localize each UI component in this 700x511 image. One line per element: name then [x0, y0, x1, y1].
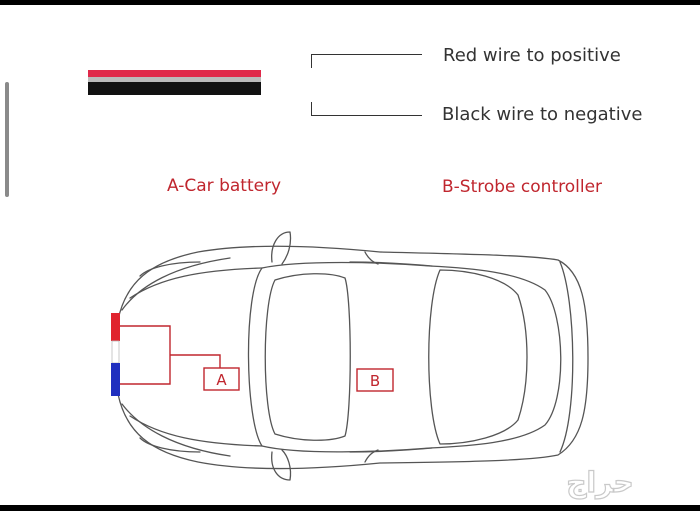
hood-crease-top — [129, 267, 263, 299]
rear-spoiler-bottom — [364, 449, 379, 463]
box-a-label: A — [216, 371, 227, 389]
watermark-logo: حراج — [566, 466, 633, 500]
wire-gap — [88, 77, 261, 82]
roof-line-bottom — [349, 447, 433, 453]
hood-line-bottom — [121, 403, 231, 457]
strobe-controller-label: B-Strobe controller — [442, 177, 603, 197]
windshield — [264, 273, 351, 441]
box-b — [356, 368, 394, 392]
scrollbar[interactable] — [5, 82, 9, 197]
red-wire-leader-line — [311, 54, 422, 68]
hood-crease-bottom — [129, 415, 263, 447]
bottom-border — [0, 505, 700, 511]
wire-to-box-a — [170, 354, 221, 368]
black-wire-label: Black wire to negative — [442, 104, 643, 125]
mirror-top — [271, 231, 292, 265]
wire-to-red-light — [120, 325, 171, 385]
car-body-outline — [117, 245, 589, 470]
wire-sample — [88, 70, 261, 97]
rear-window — [428, 269, 528, 445]
roof-line-top — [349, 261, 433, 267]
trunk-line — [559, 261, 574, 453]
headlight-top — [139, 261, 201, 277]
red-strobe-light — [111, 313, 120, 341]
hood-line-top — [121, 257, 231, 311]
blue-strobe-light — [111, 363, 120, 396]
box-b-label: B — [370, 372, 380, 390]
black-wire-leader-line — [311, 102, 422, 116]
top-border — [0, 0, 700, 5]
box-a — [203, 367, 240, 391]
car-battery-label: A-Car battery — [167, 176, 282, 196]
black-wire — [88, 82, 261, 95]
red-wire — [88, 70, 261, 77]
red-wire-label: Red wire to positive — [443, 45, 621, 66]
white-strobe-gap — [111, 340, 120, 364]
rear-spoiler-top — [364, 251, 379, 265]
headlight-bottom — [139, 437, 201, 453]
mirror-bottom — [271, 449, 292, 481]
